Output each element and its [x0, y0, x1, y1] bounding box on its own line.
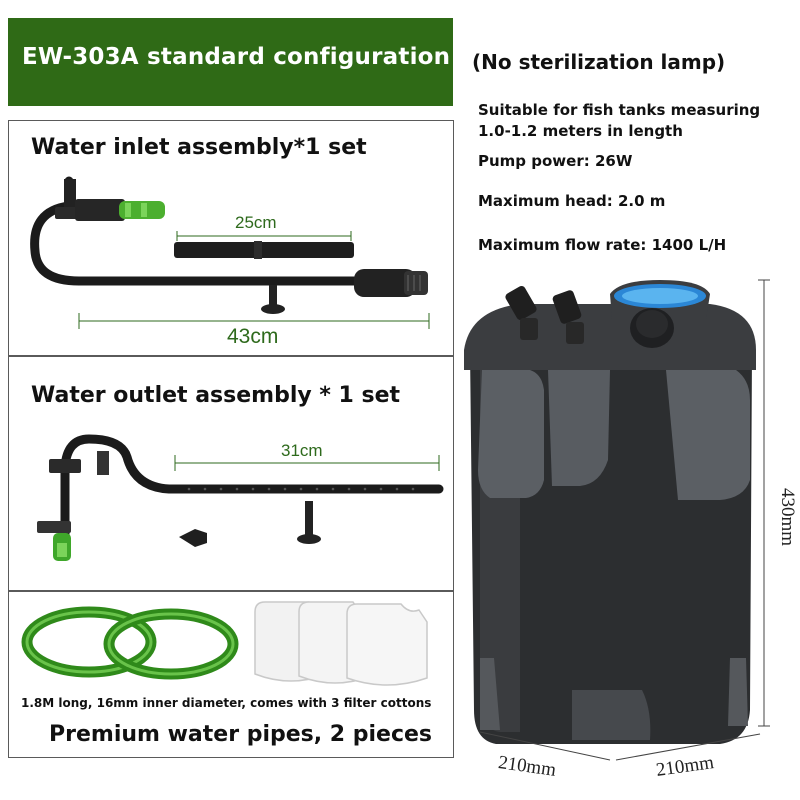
- inlet-total-length: 43cm: [227, 325, 279, 348]
- pipes-panel: 1.8M long, 16mm inner diameter, comes wi…: [8, 591, 454, 758]
- pipes-illustration: [21, 601, 428, 686]
- config-title: EW-303A standard configuration: [22, 44, 451, 70]
- spec-tank-line2: 1.0-1.2 meters in length: [478, 122, 683, 140]
- outlet-assembly-panel: Water outlet assembly * 1 set 31cm: [8, 356, 454, 591]
- inlet-pipe-length: 25cm: [235, 213, 277, 232]
- height-dimension: 430mm: [777, 487, 799, 547]
- spec-tank-line1: Suitable for fish tanks measuring: [478, 101, 761, 119]
- pipes-caption: 1.8M long, 16mm inner diameter, comes wi…: [21, 696, 432, 710]
- spec-max-flow: Maximum flow rate: 1400 L/H: [478, 236, 727, 254]
- config-banner: [8, 18, 453, 106]
- inlet-assembly-title: Water inlet assembly*1 set: [31, 135, 367, 160]
- spec-tank-size: Suitable for fish tanks measuring 1.0-1.…: [478, 100, 793, 142]
- outlet-assembly-illustration: [37, 434, 444, 561]
- canister-filter-illustration: [464, 279, 770, 761]
- no-lamp-note: (No sterilization lamp): [472, 50, 726, 74]
- inlet-assembly-illustration: [30, 176, 430, 329]
- outlet-assembly-title: Water outlet assembly * 1 set: [31, 383, 401, 408]
- spec-max-head: Maximum head: 2.0 m: [478, 192, 666, 210]
- pipes-title: Premium water pipes, 2 pieces: [49, 722, 433, 747]
- outlet-spray-length: 31cm: [281, 441, 323, 460]
- spec-pump-power: Pump power: 26W: [478, 152, 633, 170]
- inlet-assembly-panel: Water inlet assembly*1 set 25cm 43cm: [8, 120, 454, 356]
